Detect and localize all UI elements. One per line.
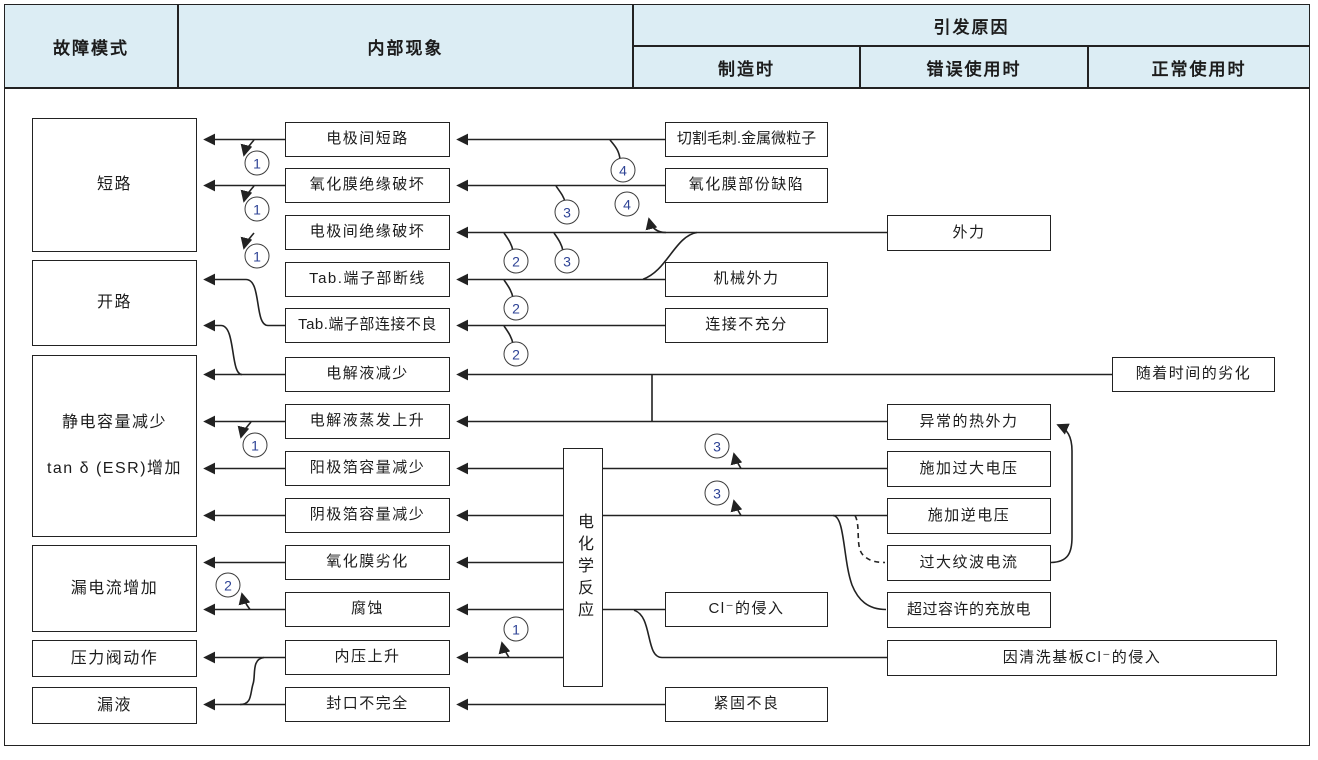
cause-abnormal-heat: 异常的热外力: [887, 404, 1051, 440]
connector-ref-4: 4: [610, 157, 636, 183]
header-failure-mode: 故障模式: [4, 4, 178, 88]
esr-increase-label: tan δ (ESR)增加: [46, 460, 183, 477]
cause-oxide-partial-defect: 氧化膜部份缺陷: [665, 168, 828, 203]
connector-ref-1: 1: [244, 243, 270, 269]
phenomenon-cathode-foil-capacity-decrease: 阴极箔容量减少: [285, 498, 450, 533]
cause-reverse-voltage: 施加逆电压: [887, 498, 1051, 534]
phenomenon-electrolyte-evaporation: 电解液蒸发上升: [285, 404, 450, 439]
cause-poor-fastening: 紧固不良: [665, 687, 828, 722]
phenomenon-electrode-insulation-breakdown: 电极间绝缘破坏: [285, 215, 450, 250]
phenomenon-anode-foil-capacity-decrease: 阳极箔容量减少: [285, 451, 450, 486]
capacitance-decrease-label: 静电容量减少: [61, 414, 167, 431]
cause-mechanical-force: 机械外力: [665, 262, 828, 297]
phenomenon-electrolyte-decrease: 电解液减少: [285, 357, 450, 392]
connector-ref-3: 3: [554, 199, 580, 225]
phenomenon-corrosion: 腐蚀: [285, 592, 450, 627]
cause-overvoltage: 施加过大电压: [887, 451, 1051, 487]
connector-ref-3: 3: [704, 433, 730, 459]
cause-excess-charge-discharge: 超过容许的充放电: [887, 592, 1051, 628]
cause-chloride-intrusion: Cl⁻的侵入: [665, 592, 828, 627]
header-internal-phenomenon: 内部现象: [178, 4, 633, 88]
phenomenon-oxide-insulation-breakdown: 氧化膜绝缘破坏: [285, 168, 450, 203]
connector-ref-1: 1: [244, 150, 270, 176]
phenomenon-oxide-degradation: 氧化膜劣化: [285, 545, 450, 580]
connector-ref-2: 2: [503, 248, 529, 274]
connector-ref-2: 2: [503, 295, 529, 321]
phenomenon-internal-pressure-rise: 内压上升: [285, 640, 450, 675]
failure-mode-leakage-current: 漏电流增加: [32, 545, 197, 632]
failure-mode-pressure-valve: 压力阀动作: [32, 640, 197, 677]
cause-excess-ripple-current: 过大纹波电流: [887, 545, 1051, 581]
connector-ref-1: 1: [503, 616, 529, 642]
cause-external-force: 外力: [887, 215, 1051, 251]
connector-ref-2: 2: [503, 341, 529, 367]
electrochemical-reaction-box: 电化学反应: [563, 448, 603, 687]
failure-mode-open-circuit: 开路: [32, 260, 197, 346]
cause-board-cleaning-chloride: 因清洗基板Cl⁻的侵入: [887, 640, 1277, 676]
cause-insufficient-connection: 连接不充分: [665, 308, 828, 343]
phenomenon-electrode-short: 电极间短路: [285, 122, 450, 157]
header-cause-manufacturing: 制造时: [633, 46, 860, 88]
connector-ref-4: 4: [614, 191, 640, 217]
connector-ref-1: 1: [244, 196, 270, 222]
failure-mode-short-circuit: 短路: [32, 118, 197, 252]
header-cause-normal: 正常使用时: [1088, 46, 1310, 88]
failure-mode-liquid-leak: 漏液: [32, 687, 197, 724]
header-cause-misuse: 错误使用时: [860, 46, 1088, 88]
phenomenon-incomplete-sealing: 封口不完全: [285, 687, 450, 722]
connector-ref-2: 2: [215, 572, 241, 598]
connector-ref-3: 3: [554, 248, 580, 274]
connector-ref-3: 3: [704, 480, 730, 506]
failure-mode-capacitance-decrease: 静电容量减少 tan δ (ESR)增加: [32, 355, 197, 537]
cause-cutting-burr-metal-particles: 切割毛刺.金属微粒子: [665, 122, 828, 157]
flow-area-border: [4, 88, 1310, 746]
cause-aging-degradation: 随着时间的劣化: [1112, 357, 1275, 392]
phenomenon-tab-bad-connection: Tab.端子部连接不良: [285, 308, 450, 343]
header-cause: 引发原因: [633, 4, 1310, 46]
connector-ref-1: 1: [242, 432, 268, 458]
phenomenon-tab-wire-break: Tab.端子部断线: [285, 262, 450, 297]
